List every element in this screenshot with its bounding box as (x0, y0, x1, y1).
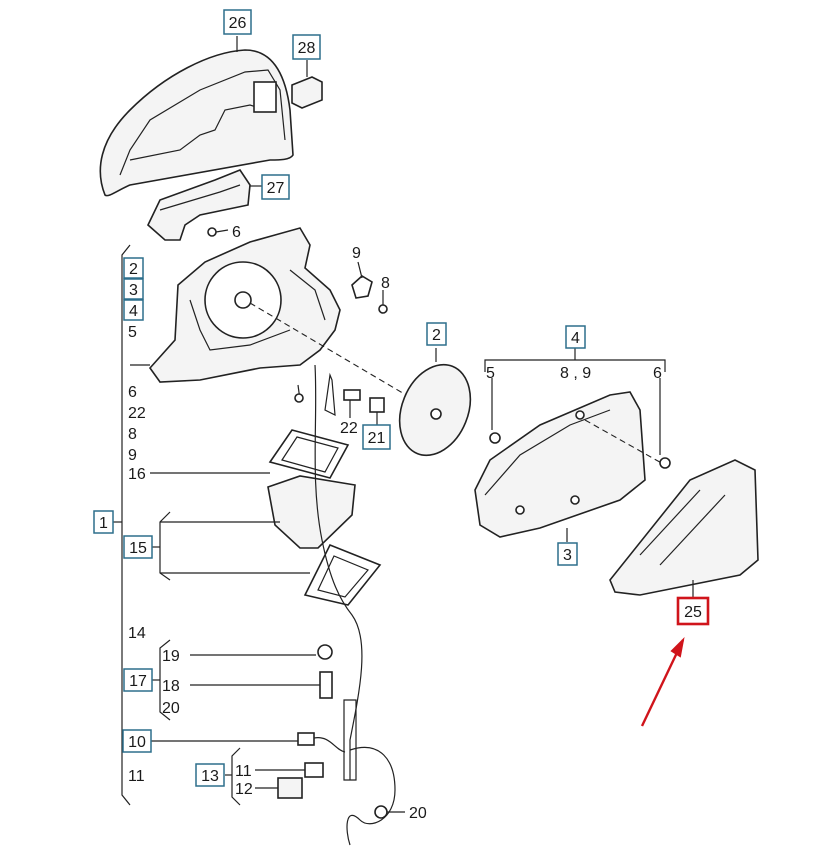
label-13: 13 (195, 763, 225, 787)
label-10: 10 (122, 729, 152, 753)
part-10-connector (150, 732, 346, 753)
label-6-top: 6 (232, 224, 241, 241)
part-15-boot-upper (160, 475, 356, 549)
svg-text:4: 4 (571, 330, 580, 347)
label-16: 16 (128, 466, 146, 483)
label-1: 1 (93, 510, 114, 534)
svg-text:25: 25 (684, 604, 702, 621)
label-17: 17 (123, 668, 153, 692)
part-3-glass-carrier (474, 391, 646, 542)
label-20-left: 20 (162, 700, 180, 717)
label-20-bottom: 20 (409, 805, 427, 822)
assembly-axis-2 (584, 419, 666, 466)
part-28-clip (291, 60, 323, 109)
mirror-base-housing (130, 227, 341, 383)
part-9-motor-clip (351, 261, 373, 299)
label-15: 15 (123, 535, 153, 559)
svg-text:2: 2 (129, 261, 138, 278)
svg-text:28: 28 (298, 40, 316, 57)
label-3-right: 3 (557, 542, 578, 566)
svg-text:10: 10 (128, 734, 146, 751)
svg-text:2: 2 (432, 327, 441, 344)
label-6-left: 6 (128, 384, 137, 401)
label-18: 18 (162, 678, 180, 695)
label-3-left: 3 (123, 278, 144, 300)
label-27: 27 (261, 174, 290, 200)
part-19-clip (190, 644, 333, 660)
part-6-screw-base (294, 384, 304, 403)
svg-text:27: 27 (267, 180, 285, 197)
label-2-left: 2 (123, 257, 144, 279)
svg-text:1: 1 (99, 515, 108, 532)
part-11-connector (255, 762, 324, 778)
svg-text:15: 15 (129, 540, 147, 557)
label-11-right: 11 (235, 763, 252, 780)
label-9-top: 9 (352, 245, 361, 262)
part-27-bracket (147, 169, 262, 241)
label-6-right: 6 (653, 365, 662, 382)
label-14: 14 (128, 625, 146, 642)
wire-loop (346, 746, 396, 846)
part-15-boot-lower (160, 543, 382, 606)
label-4-right: 4 (565, 325, 586, 349)
label-8-9-right: 8 , 9 (560, 365, 591, 382)
highlight-arrow (640, 637, 685, 727)
label-21: 21 (362, 424, 391, 450)
label-28: 28 (292, 34, 321, 60)
part-12-plug (255, 777, 303, 799)
label-8-top: 8 (381, 275, 390, 292)
label-5-right: 5 (486, 365, 495, 382)
label-9-left: 9 (128, 447, 137, 464)
label-2-right: 2 (426, 322, 447, 346)
svg-text:21: 21 (368, 430, 386, 447)
svg-text:3: 3 (129, 282, 138, 299)
svg-text:17: 17 (129, 673, 147, 690)
label-5-left: 5 (128, 324, 137, 341)
svg-text:4: 4 (129, 303, 138, 320)
part-8-screw (378, 290, 388, 314)
part-2-adjustment-disc (398, 348, 472, 457)
cable-harness (314, 364, 363, 780)
label-4-left: 4 (123, 299, 144, 321)
part-20-grommet (374, 805, 405, 819)
label-22-left: 22 (128, 405, 146, 422)
svg-text:26: 26 (229, 15, 247, 32)
label-22-mid: 22 (340, 420, 358, 437)
part-16-gasket (150, 429, 350, 479)
part-21-clip (369, 397, 385, 425)
label-11-left: 11 (128, 768, 145, 785)
label-8-left: 8 (128, 426, 137, 443)
part-18-connector (190, 671, 333, 699)
part-22-screw (343, 389, 361, 418)
part-5-screw (489, 378, 501, 444)
label-25-highlighted: 25 (676, 596, 710, 626)
part-26-mirror-cap (99, 36, 294, 197)
label-19: 19 (162, 648, 180, 665)
part-6-screw-right (659, 378, 671, 469)
svg-text:3: 3 (563, 547, 572, 564)
part-25-mirror-glass (609, 459, 759, 598)
label-26: 26 (223, 9, 252, 35)
label-12: 12 (235, 781, 253, 798)
svg-text:13: 13 (201, 768, 219, 785)
